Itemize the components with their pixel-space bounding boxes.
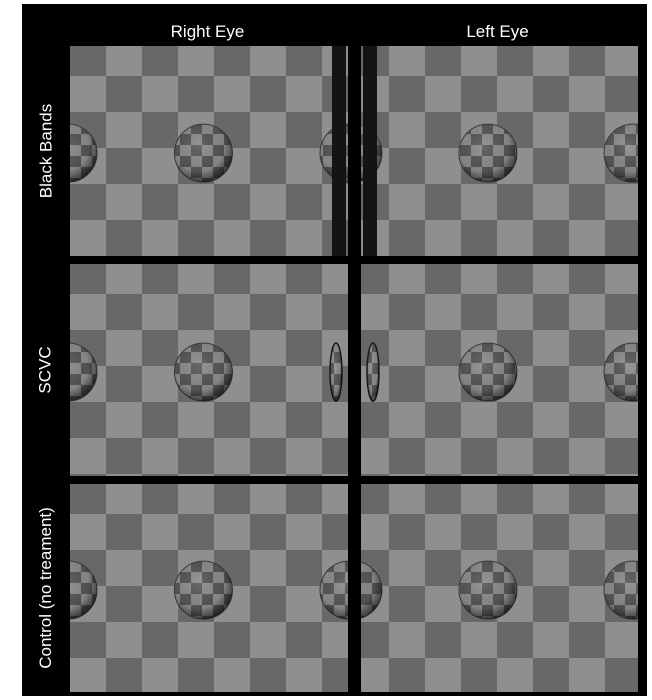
panel-scvc-left-eye bbox=[361, 264, 638, 476]
row-label-black-bands-text: Black Bands bbox=[36, 104, 56, 199]
black-band bbox=[332, 46, 346, 256]
row-label-control-text: Control (no treament) bbox=[36, 507, 56, 669]
column-header-right-eye: Right Eye bbox=[70, 18, 345, 46]
panel-scvc-right-eye bbox=[70, 264, 348, 476]
row-label-scvc-text: SCVC bbox=[36, 346, 56, 393]
sphere-center bbox=[174, 343, 232, 401]
sphere-right-cropped bbox=[330, 343, 342, 401]
sphere-left-cropped bbox=[367, 343, 379, 401]
row-label-scvc: SCVC bbox=[28, 264, 64, 476]
column-header-left-eye: Left Eye bbox=[360, 18, 635, 46]
sphere-center bbox=[174, 561, 232, 619]
panel-control-right-eye bbox=[70, 484, 348, 692]
panel-black-bands-left-eye bbox=[361, 46, 638, 256]
panel-control-left-eye bbox=[361, 484, 638, 692]
row-label-control: Control (no treament) bbox=[28, 484, 64, 692]
sphere-center bbox=[174, 124, 232, 182]
stereo-comparison-figure: Right Eye Left Eye Black Bands SCVC Cont… bbox=[22, 4, 647, 696]
panel-black-bands-right-eye bbox=[70, 46, 348, 256]
sphere-center bbox=[459, 343, 517, 401]
black-band bbox=[363, 46, 377, 256]
sphere-center bbox=[459, 124, 517, 182]
row-label-black-bands: Black Bands bbox=[28, 46, 64, 256]
sphere-center bbox=[459, 561, 517, 619]
